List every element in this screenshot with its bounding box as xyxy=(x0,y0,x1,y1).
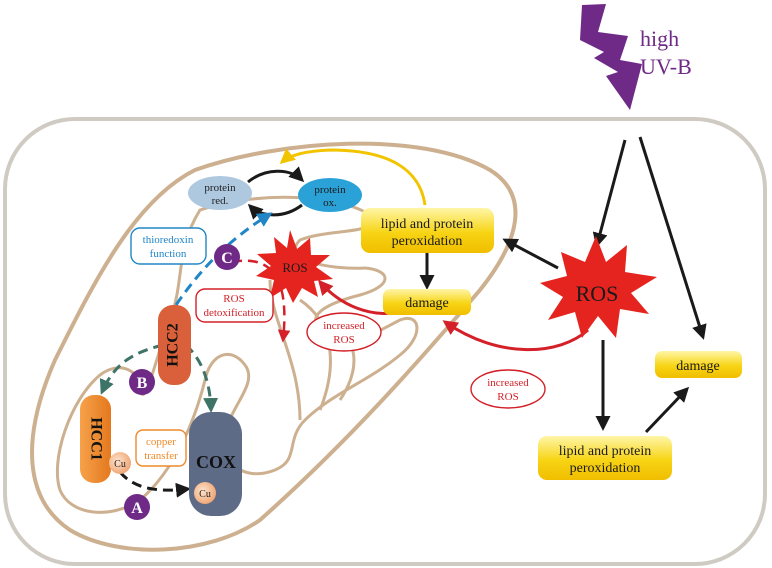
thioredoxin-label-2: function xyxy=(150,248,187,260)
damage-inner-box xyxy=(383,289,471,315)
ros-detox-label-2: detoxification xyxy=(203,307,265,319)
cox-label: COX xyxy=(196,452,236,472)
increased-ros-inner-label-2: ROS xyxy=(333,334,354,346)
hcc1-copper-label: Cu xyxy=(114,459,126,470)
marker-c-label: C xyxy=(221,250,233,267)
protein-oxidized-label-2: ox. xyxy=(323,197,337,209)
cox-copper-label: Cu xyxy=(199,489,211,500)
arrow-ox-to-red xyxy=(247,203,303,220)
lipid-peroxidation-bottom-box xyxy=(538,436,672,480)
marker-b-label: B xyxy=(137,375,148,392)
uv-label-uvb: UV-B xyxy=(640,54,692,79)
damage-inner-label: damage xyxy=(405,296,449,311)
marker-a-label: A xyxy=(131,500,143,517)
ros-small-label: ROS xyxy=(282,260,307,275)
arrow-uv-to-ros xyxy=(592,139,627,248)
crista-fold-1 xyxy=(268,279,302,421)
protein-oxidized-node xyxy=(298,178,362,212)
lipid-peroxidation-bottom-line2: peroxidation xyxy=(570,461,641,476)
arrow-hcc2-to-hcc1 xyxy=(99,343,164,395)
arrow-uv-to-damage xyxy=(638,136,707,340)
arrow-thioredoxin xyxy=(174,212,273,306)
protein-oxidized-label-1: protein xyxy=(314,184,346,196)
arrow-copper-transfer xyxy=(118,470,191,498)
increased-ros-outer-callout xyxy=(470,369,546,409)
arrow-lipid-to-damage-right xyxy=(644,386,690,434)
ros-big-label: ROS xyxy=(576,281,619,306)
hcc1-label: HCC1 xyxy=(87,417,104,461)
protein-reduced-label-1: protein xyxy=(204,182,236,194)
increased-ros-outer-label-2: ROS xyxy=(497,391,518,403)
copper-transfer-label-2: transfer xyxy=(144,450,178,462)
ros-small-star xyxy=(256,230,333,303)
lipid-peroxidation-top-line1: lipid and protein xyxy=(381,217,474,232)
increased-ros-outer-label-1: increased xyxy=(487,377,529,389)
arrow-ros-to-lipid-top xyxy=(502,238,559,270)
marker-c xyxy=(214,244,240,270)
uv-lightning-icon xyxy=(580,4,642,110)
marker-b xyxy=(129,369,155,395)
increased-ros-inner-label-1: increased xyxy=(323,320,365,332)
cox-copper-ion xyxy=(194,482,216,504)
copper-transfer-label-1: copper xyxy=(146,436,176,448)
hcc1-protein xyxy=(80,395,111,483)
copper-transfer-callout xyxy=(135,429,187,467)
marker-a xyxy=(124,494,150,520)
uv-label-high: high xyxy=(640,26,679,51)
hcc1-copper-ion xyxy=(109,452,131,474)
ros-detox-label-1: ROS xyxy=(223,293,244,305)
lipid-peroxidation-top-line2: peroxidation xyxy=(392,234,463,249)
arrow-red-to-ox xyxy=(247,166,305,184)
arrow-peroxidation-to-protein xyxy=(279,148,427,206)
cell-membrane xyxy=(3,117,767,566)
damage-right-box xyxy=(655,351,742,378)
ros-detox-callout xyxy=(195,288,274,323)
thioredoxin-callout xyxy=(130,227,207,265)
protein-reduced-label-2: red. xyxy=(212,195,229,207)
thioredoxin-label-1: thioredoxin xyxy=(143,234,194,246)
increased-ros-inner-callout xyxy=(306,312,382,352)
damage-right-label: damage xyxy=(676,359,720,374)
mitochondrion-cristae xyxy=(55,195,419,514)
protein-reduced-node xyxy=(188,176,252,210)
ros-big-star xyxy=(540,236,657,338)
lipid-peroxidation-top-box xyxy=(361,208,494,253)
arrow-ros-to-damage-inner xyxy=(442,320,589,352)
hcc2-label: HCC2 xyxy=(165,323,182,367)
lipid-peroxidation-bottom-line1: lipid and protein xyxy=(559,444,652,459)
hcc2-protein xyxy=(158,305,191,385)
mitochondrion-outer-membrane xyxy=(30,141,518,552)
